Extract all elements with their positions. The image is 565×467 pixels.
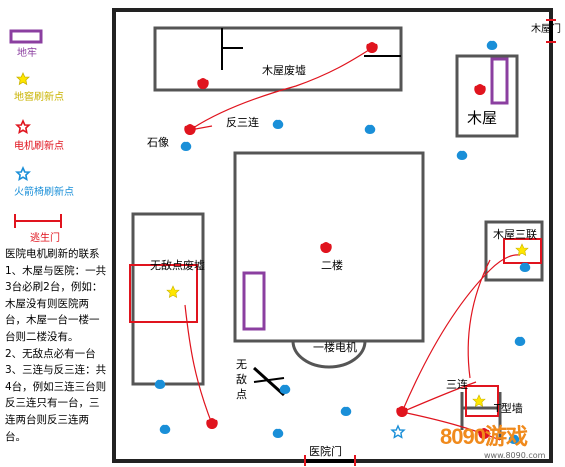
label-cabin-ruins: 木屋废墟 <box>262 64 306 77</box>
legend-basement-icon <box>16 72 30 85</box>
label-second-floor: 二楼 <box>321 259 343 272</box>
cabin-ruins-outline <box>153 26 403 92</box>
legend-exit-icon <box>14 214 62 228</box>
label-t-wall: T型墙 <box>494 402 523 415</box>
generator-room-arc <box>291 340 367 369</box>
generator-paths <box>184 47 521 441</box>
legend-cellar-icon <box>9 29 43 44</box>
rocket-chair-spawns <box>154 40 531 444</box>
label-no-dead-zone-ruins: 无敌点废墟 <box>150 259 205 272</box>
hospital-building <box>233 151 425 343</box>
legend-generator-icon <box>16 120 30 134</box>
cabin-cellar <box>490 57 509 105</box>
ruins-cellar <box>242 271 266 331</box>
legend-rocket-chair-icon <box>16 167 30 181</box>
label-statue: 石像 <box>147 136 169 149</box>
exit-gate-bottom <box>304 455 356 466</box>
exit-gate-right <box>546 19 556 43</box>
no-dead-zone-ruins-outline <box>131 212 205 386</box>
notes-line: 1、木屋与医院：一共3台必刷2台，例如：木屋没有则医院两台，木屋一台一楼一台则二… <box>5 264 107 343</box>
notes-title: 医院电机刷新的联系 <box>5 248 100 260</box>
cabin-outline <box>455 54 519 138</box>
label-cabin: 木屋 <box>467 109 498 127</box>
basement-spawns <box>166 243 529 407</box>
label-cabin-corner: 木屋门 <box>531 24 561 35</box>
legend-generator-label: 电机刷新点 <box>14 141 64 152</box>
label-cabin-triple: 木屋三联 <box>493 228 537 241</box>
watermark-site: www.8090.com <box>484 451 546 460</box>
generator-spawns <box>184 42 490 439</box>
highlight-box-ruins <box>129 264 198 323</box>
no-dead-zone-wall <box>252 366 286 397</box>
watermark-text: 8090游戏 <box>440 424 528 449</box>
label-triple-reverse: 反三连 <box>226 116 259 129</box>
label-triple: 三连 <box>446 378 468 391</box>
highlight-box-triple <box>465 385 499 417</box>
legend-exit-label: 逃生门 <box>30 233 60 244</box>
no-dead-zone-wall <box>253 377 285 383</box>
spawn-rules-notes: 医院电机刷新的联系 1、木屋与医院：一共3台必刷2台，例如：木屋没有则医院两台，… <box>5 246 107 445</box>
legend-rocket-chair-label: 火箭椅刷新点 <box>14 187 74 198</box>
label-no-dead-zone: 无 敌 点 <box>236 358 247 401</box>
legend-basement-label: 地窖刷新点 <box>14 92 64 103</box>
watermark-logo: 8090游戏 www.8090.com <box>440 424 562 464</box>
label-generator-room: 一楼电机 <box>313 341 357 354</box>
label-hospital-gate: 医院门 <box>309 445 342 458</box>
notes-line: 3、三连与反三连：共4台，例如三连三台则反三连只有一台，三连两台则反三连两台。 <box>5 364 107 443</box>
notes-line: 2、无敌点必有一台 <box>5 347 96 360</box>
highlight-box-cabin-triple <box>503 238 542 264</box>
legend-cellar-label: 地牢 <box>17 48 37 59</box>
rocket-chair-star <box>391 425 405 439</box>
